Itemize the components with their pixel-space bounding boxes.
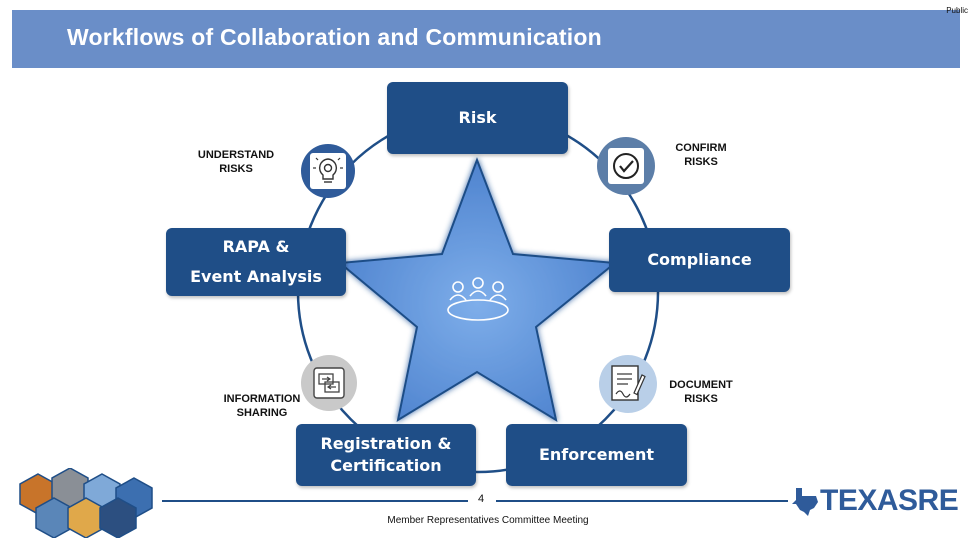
classification-label: Public bbox=[946, 6, 968, 15]
footer-line-right bbox=[496, 500, 788, 502]
information-sharing-label: INFORMATION SHARING bbox=[223, 393, 301, 419]
understand-risks-icon-circle bbox=[301, 144, 355, 198]
texas-map-icon bbox=[792, 488, 818, 516]
enforcement-label: Enforcement bbox=[538, 445, 655, 464]
slide-title: Workflows of Collaboration and Communica… bbox=[67, 24, 602, 50]
registration-box[interactable]: Registration & Certification bbox=[296, 424, 476, 486]
risk-box[interactable]: Risk bbox=[387, 82, 568, 154]
document-signature-icon bbox=[611, 365, 646, 401]
rapa-box[interactable]: RAPA & Event Analysis bbox=[166, 228, 346, 296]
understand-risks-label: UNDERSTAND RISKS bbox=[197, 149, 275, 175]
risk-label: Risk bbox=[458, 108, 497, 127]
checkmark-icon bbox=[608, 148, 644, 184]
confirm-risks-label: CONFIRM RISKS bbox=[675, 142, 727, 168]
meeting-table-icon bbox=[447, 277, 509, 321]
confirm-risks-icon-circle bbox=[597, 137, 655, 195]
rapa-label-line2: Event Analysis bbox=[190, 267, 322, 286]
title-banner: Workflows of Collaboration and Communica… bbox=[12, 10, 960, 68]
rapa-label-line1: RAPA & bbox=[222, 237, 290, 256]
page-number: 4 bbox=[478, 493, 485, 505]
compliance-label: Compliance bbox=[647, 250, 752, 269]
compliance-box[interactable]: Compliance bbox=[609, 228, 790, 292]
collaboration-star bbox=[337, 157, 618, 423]
footer-line-left bbox=[162, 500, 468, 502]
texas-re-logo: TEXASRE bbox=[790, 484, 959, 518]
registration-label-line1: Registration & bbox=[320, 434, 452, 453]
document-risks-label: DOCUMENT RISKS bbox=[669, 379, 733, 405]
enforcement-box[interactable]: Enforcement bbox=[506, 424, 687, 486]
exchange-icon bbox=[313, 367, 345, 399]
meeting-name: Member Representatives Committee Meeting bbox=[387, 515, 589, 526]
energy-hexagon-collage bbox=[19, 468, 153, 538]
information-sharing-icon-circle bbox=[301, 355, 357, 411]
document-risks-icon-circle bbox=[599, 355, 657, 413]
logo-text: TEXASRE bbox=[820, 484, 959, 517]
registration-label-line2: Certification bbox=[330, 456, 442, 475]
lightbulb-gear-icon bbox=[310, 153, 346, 189]
